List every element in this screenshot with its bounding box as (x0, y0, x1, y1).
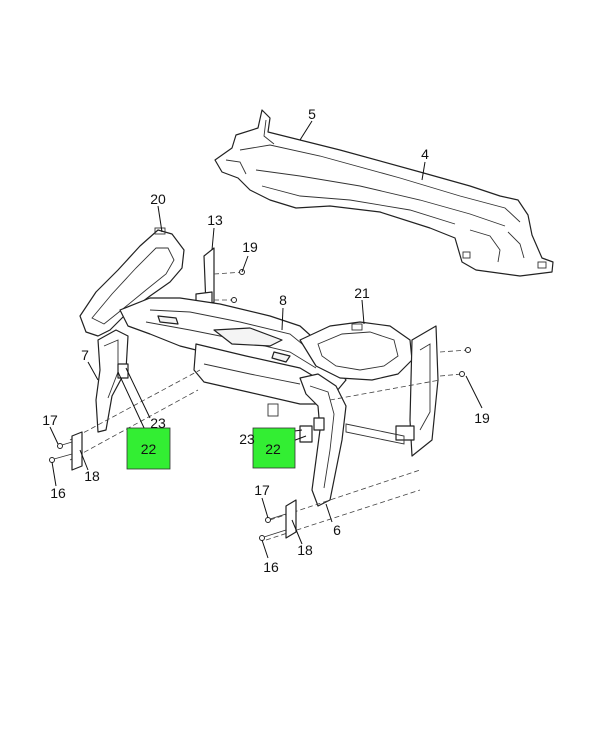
left-upright-bracket (195, 247, 215, 309)
callout-20[interactable]: 20 (150, 191, 166, 207)
callout-5[interactable]: 5 (308, 106, 316, 122)
right-side-support (299, 373, 347, 507)
callout-8[interactable]: 8 (279, 292, 287, 308)
callout-19-top[interactable]: 19 (242, 239, 258, 255)
callout-17-right[interactable]: 17 (254, 482, 270, 498)
callout-21[interactable]: 21 (354, 285, 370, 301)
highlight-label: 22 (141, 441, 157, 457)
highlight-label: 22 (265, 441, 281, 457)
callout-19-right[interactable]: 19 (474, 410, 490, 426)
left-mounting-plate (71, 431, 83, 471)
lower-cross-bar (345, 423, 405, 445)
highlight-callout-22-right[interactable]: 22 (252, 427, 296, 469)
highlight-box (126, 427, 171, 470)
upper-cross-member (214, 109, 554, 277)
right-rear-bracket (395, 325, 439, 457)
main-panel-frame (119, 297, 347, 417)
callout-13[interactable]: 13 (207, 212, 223, 228)
callout-18-left[interactable]: 18 (84, 468, 100, 484)
left-housing (79, 227, 185, 337)
callout-17-left[interactable]: 17 (42, 412, 58, 428)
callout-16-left[interactable]: 16 (50, 485, 66, 501)
callout-16-right[interactable]: 16 (263, 559, 279, 575)
callout-18-right[interactable]: 18 (297, 542, 313, 558)
callout-23-right[interactable]: 23 (239, 431, 255, 447)
callout-6[interactable]: 6 (333, 522, 341, 538)
highlight-callout-22-left[interactable]: 22 (126, 427, 171, 470)
highlight-box (252, 427, 296, 469)
callout-4[interactable]: 4 (421, 146, 429, 162)
left-side-support (95, 329, 129, 433)
callout-labels: 5 4 20 13 19 8 21 7 23 17 18 16 19 23 17… (42, 106, 490, 575)
callout-23-left[interactable]: 23 (150, 415, 166, 431)
right-mounting-plate (285, 499, 297, 539)
callout-7[interactable]: 7 (81, 347, 89, 363)
